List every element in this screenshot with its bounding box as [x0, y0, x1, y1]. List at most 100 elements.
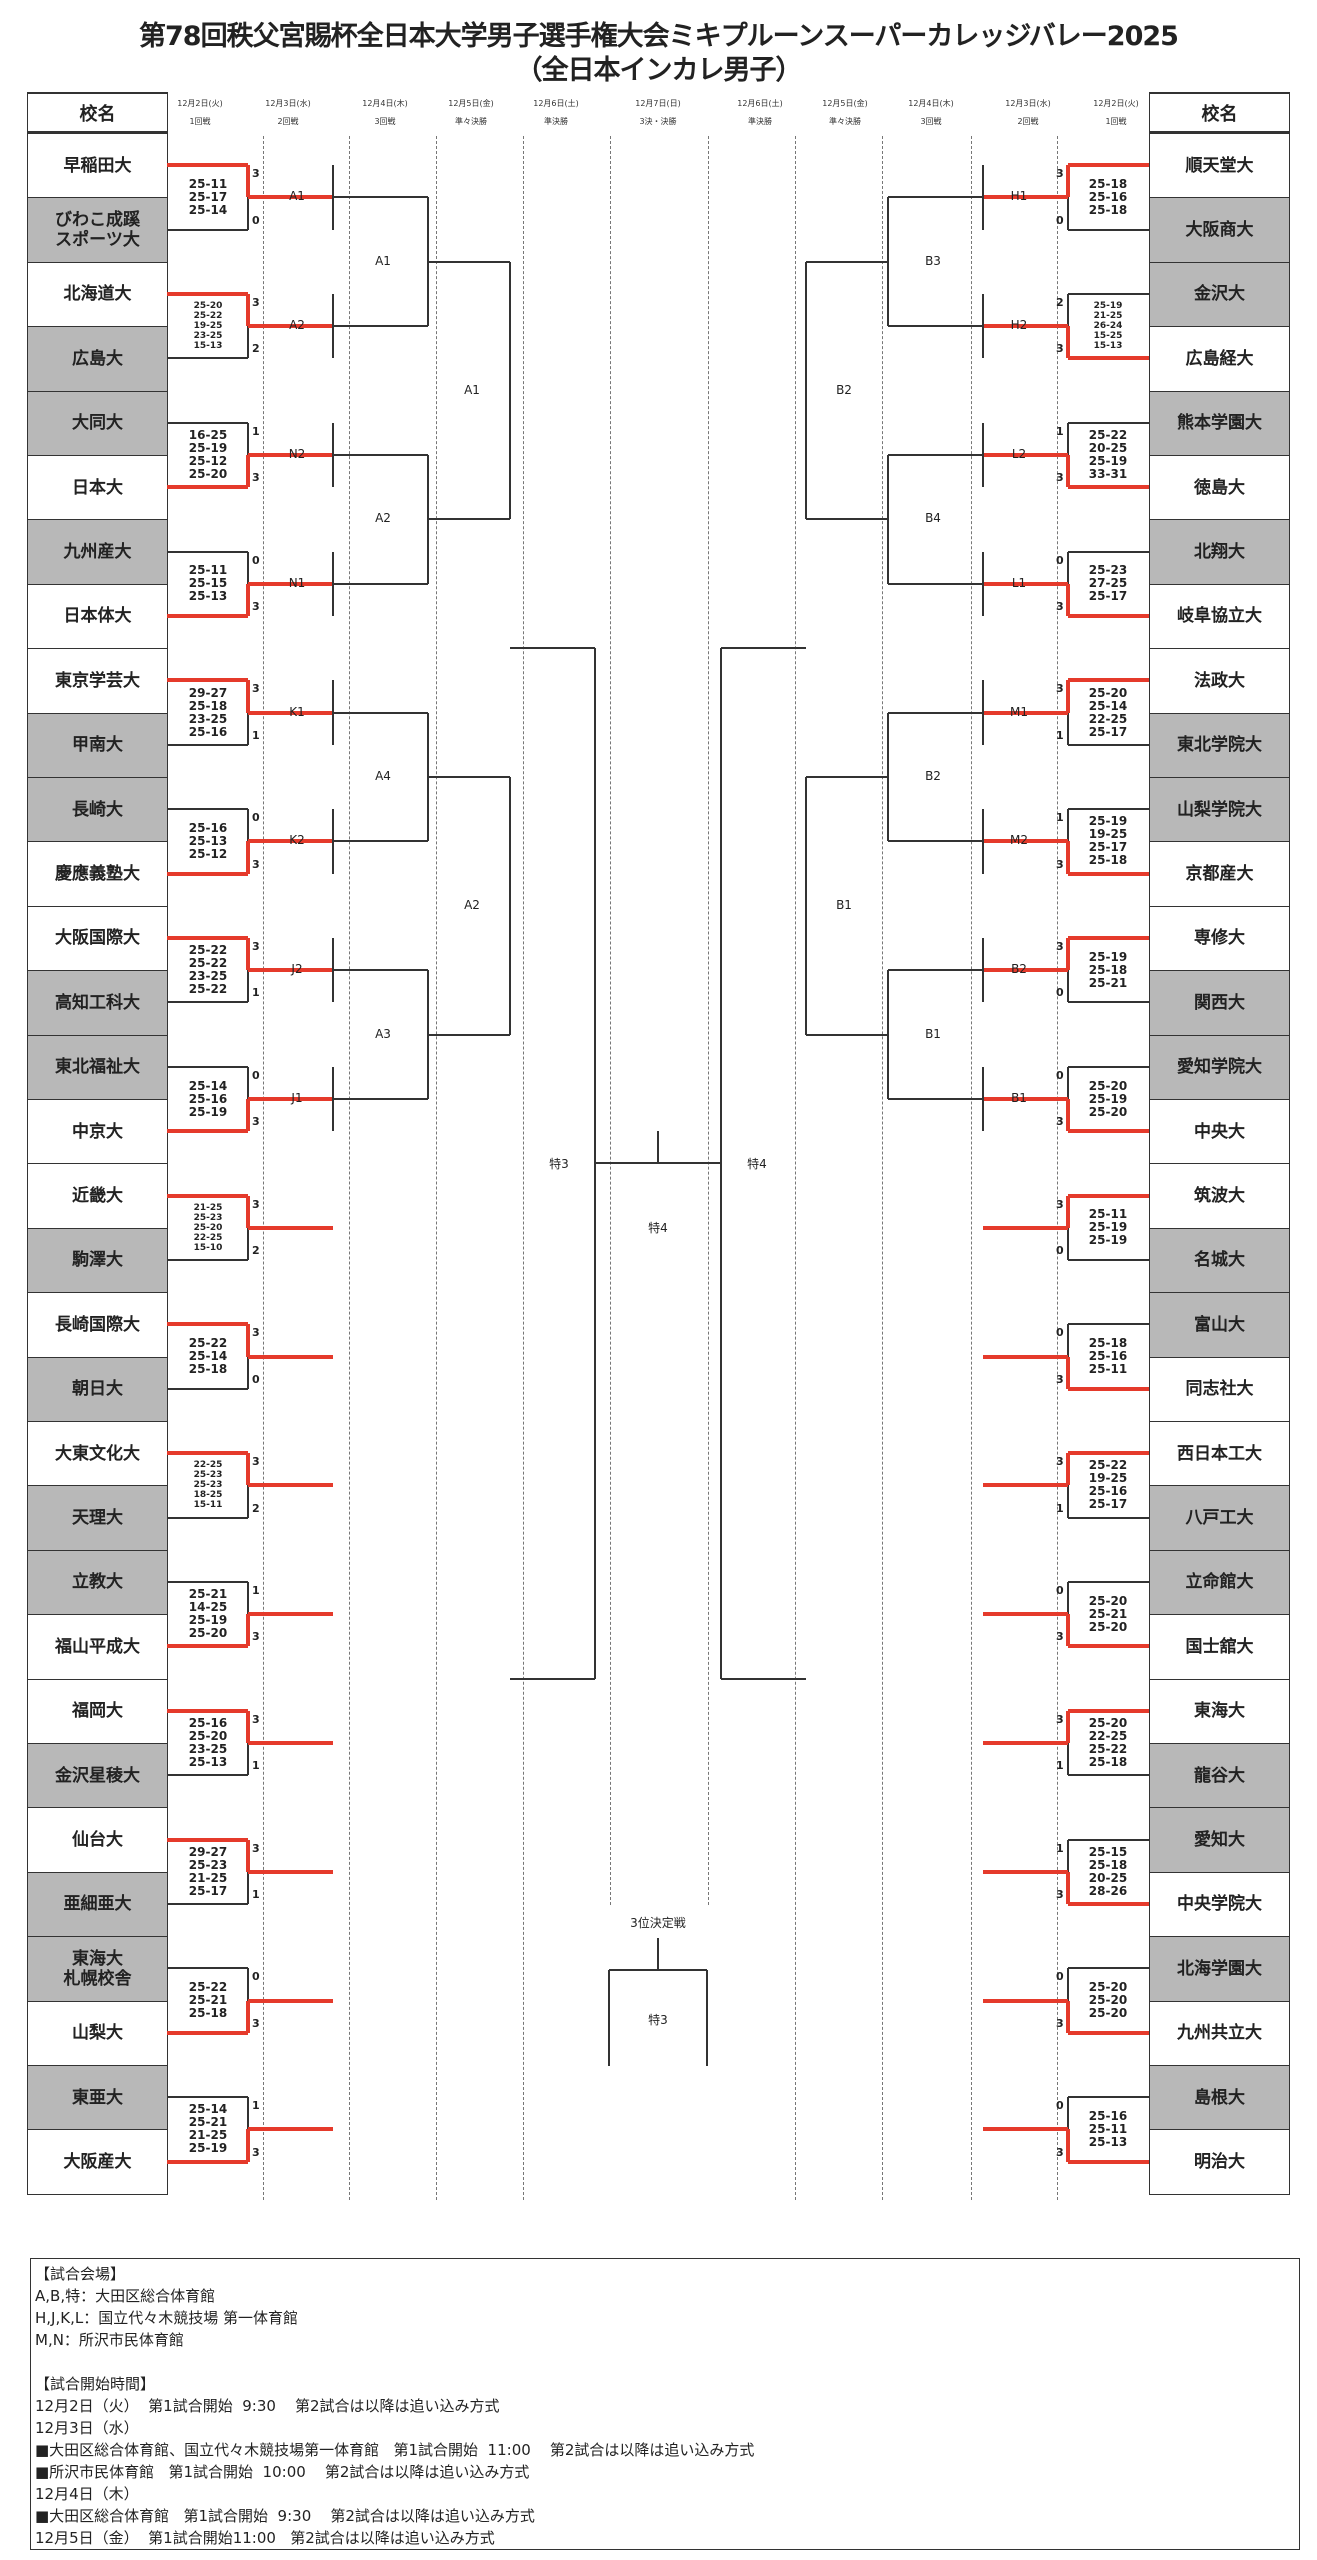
- semifinal-label: 特4: [747, 1157, 767, 1172]
- winner-line: [983, 1483, 1068, 1488]
- team-left-7[interactable]: 日本体大: [27, 583, 168, 650]
- set-score: 25-23: [193, 1212, 223, 1223]
- set-score: 25-22: [188, 956, 228, 971]
- team-right-0[interactable]: 順天堂大: [1149, 133, 1290, 199]
- team-left-22[interactable]: 立教大: [27, 1549, 168, 1616]
- team-left-6[interactable]: 九州産大: [27, 519, 168, 585]
- match-label: J1: [291, 1091, 303, 1105]
- sets-won: 0: [252, 811, 260, 825]
- team-left-1[interactable]: びわこ成蹊 スポーツ大: [27, 197, 168, 263]
- team-left-17[interactable]: 駒澤大: [27, 1227, 168, 1294]
- team-right-28[interactable]: 北海学園大: [1149, 1936, 1290, 2002]
- team-left-9[interactable]: 甲南大: [27, 712, 168, 778]
- sets-won: 3: [1056, 600, 1064, 613]
- team-right-24[interactable]: 東海大: [1149, 1678, 1290, 1744]
- team-left-8[interactable]: 東京学芸大: [27, 648, 168, 714]
- team-left-25[interactable]: 金沢星稜大: [27, 1743, 168, 1809]
- set-score: 25-11: [188, 176, 228, 191]
- team-right-5[interactable]: 徳島大: [1149, 455, 1290, 521]
- team-left-26[interactable]: 仙台大: [27, 1807, 168, 1873]
- team-left-19[interactable]: 朝日大: [27, 1356, 168, 1422]
- team-left-4[interactable]: 大同大: [27, 390, 168, 456]
- bracket-line: [167, 550, 248, 553]
- team-left-15[interactable]: 中京大: [27, 1099, 168, 1165]
- team-right-31[interactable]: 明治大: [1149, 2129, 1290, 2195]
- bracket-line: [1068, 550, 1149, 553]
- team-right-12[interactable]: 専修大: [1149, 905, 1290, 972]
- team-right-3[interactable]: 広島経大: [1149, 326, 1290, 392]
- bracket-line: [1068, 1774, 1149, 1777]
- set-score: 25-19: [1088, 949, 1128, 964]
- team-right-15[interactable]: 中央大: [1149, 1099, 1290, 1165]
- team-left-5[interactable]: 日本大: [27, 455, 168, 521]
- team-left-11[interactable]: 慶應義塾大: [27, 841, 168, 907]
- set-score: 25-14: [188, 2102, 228, 2117]
- team-right-27[interactable]: 中央学院大: [1149, 1871, 1290, 1938]
- team-left-27[interactable]: 亜細亜大: [27, 1871, 168, 1938]
- team-right-4[interactable]: 熊本学園大: [1149, 390, 1290, 456]
- team-left-2[interactable]: 北海道大: [27, 261, 168, 328]
- set-score: 25-19: [1088, 1233, 1128, 1248]
- sets-won: 3: [1056, 1372, 1064, 1386]
- notes-line: 12月3日（水）: [35, 2419, 139, 2437]
- team-left-16[interactable]: 近畿大: [27, 1163, 168, 1229]
- team-left-12[interactable]: 大阪国際大: [27, 905, 168, 972]
- team-right-19[interactable]: 同志社大: [1149, 1356, 1290, 1422]
- team-right-22[interactable]: 立命館大: [1149, 1549, 1290, 1616]
- team-right-18[interactable]: 富山大: [1149, 1292, 1290, 1358]
- sets-won: 3: [252, 1712, 260, 1726]
- team-right-23[interactable]: 国士舘大: [1149, 1614, 1290, 1680]
- team-left-0[interactable]: 早稲田大: [27, 133, 168, 199]
- third-place-line: [608, 1970, 610, 2066]
- winner-line: [167, 163, 248, 168]
- team-right-10[interactable]: 山梨学院大: [1149, 777, 1290, 843]
- bracket-line: [167, 743, 248, 746]
- team-left-31[interactable]: 大阪産大: [27, 2129, 168, 2195]
- team-right-7[interactable]: 岐阜協立大: [1149, 583, 1290, 650]
- bracket-line: [167, 1903, 248, 1905]
- team-right-17[interactable]: 名城大: [1149, 1227, 1290, 1294]
- winner-line: [248, 195, 333, 200]
- match-label: A1: [464, 382, 480, 397]
- team-left-23[interactable]: 福山平成大: [27, 1614, 168, 1680]
- team-right-13[interactable]: 関西大: [1149, 970, 1290, 1036]
- final-label: 特4: [648, 1221, 668, 1236]
- team-left-18[interactable]: 長崎国際大: [27, 1292, 168, 1358]
- notes-line: A,B,特：大田区総合体育館: [35, 2287, 216, 2305]
- third-place-line: [609, 1969, 707, 1971]
- winner-line: [246, 2129, 250, 2162]
- column-divider: [1057, 136, 1058, 2200]
- team-right-9[interactable]: 東北学院大: [1149, 712, 1290, 778]
- team-right-16[interactable]: 筑波大: [1149, 1163, 1290, 1229]
- match-label: B2: [836, 382, 852, 397]
- bracket-line: [247, 326, 249, 359]
- team-left-3[interactable]: 広島大: [27, 326, 168, 392]
- team-left-13[interactable]: 高知工科大: [27, 970, 168, 1036]
- team-right-1[interactable]: 大阪商大: [1149, 197, 1290, 263]
- team-right-14[interactable]: 愛知学院大: [1149, 1034, 1290, 1100]
- team-right-30[interactable]: 島根大: [1149, 2065, 1290, 2131]
- sets-won: 3: [252, 600, 260, 613]
- bracket-line: [720, 648, 722, 1679]
- team-right-6[interactable]: 北翔大: [1149, 519, 1290, 585]
- team-left-10[interactable]: 長崎大: [27, 777, 168, 843]
- team-right-29[interactable]: 九州共立大: [1149, 2000, 1290, 2066]
- team-left-14[interactable]: 東北福祉大: [27, 1034, 168, 1100]
- team-left-30[interactable]: 東亜大: [27, 2065, 168, 2131]
- team-left-20[interactable]: 大東文化大: [27, 1421, 168, 1487]
- team-right-2[interactable]: 金沢大: [1149, 261, 1290, 328]
- winner-line: [983, 2127, 1068, 2132]
- team-left-28[interactable]: 東海大 札幌校舎: [27, 1936, 168, 2002]
- team-right-25[interactable]: 龍谷大: [1149, 1743, 1290, 1809]
- team-left-24[interactable]: 福岡大: [27, 1678, 168, 1744]
- team-right-11[interactable]: 京都産大: [1149, 841, 1290, 907]
- team-right-26[interactable]: 愛知大: [1149, 1807, 1290, 1873]
- team-right-8[interactable]: 法政大: [1149, 648, 1290, 714]
- team-right-20[interactable]: 西日本工大: [1149, 1421, 1290, 1487]
- set-score: 22-25: [193, 1460, 223, 1471]
- team-left-29[interactable]: 山梨大: [27, 2000, 168, 2066]
- team-right-21[interactable]: 八戸工大: [1149, 1485, 1290, 1551]
- team-left-21[interactable]: 天理大: [27, 1485, 168, 1551]
